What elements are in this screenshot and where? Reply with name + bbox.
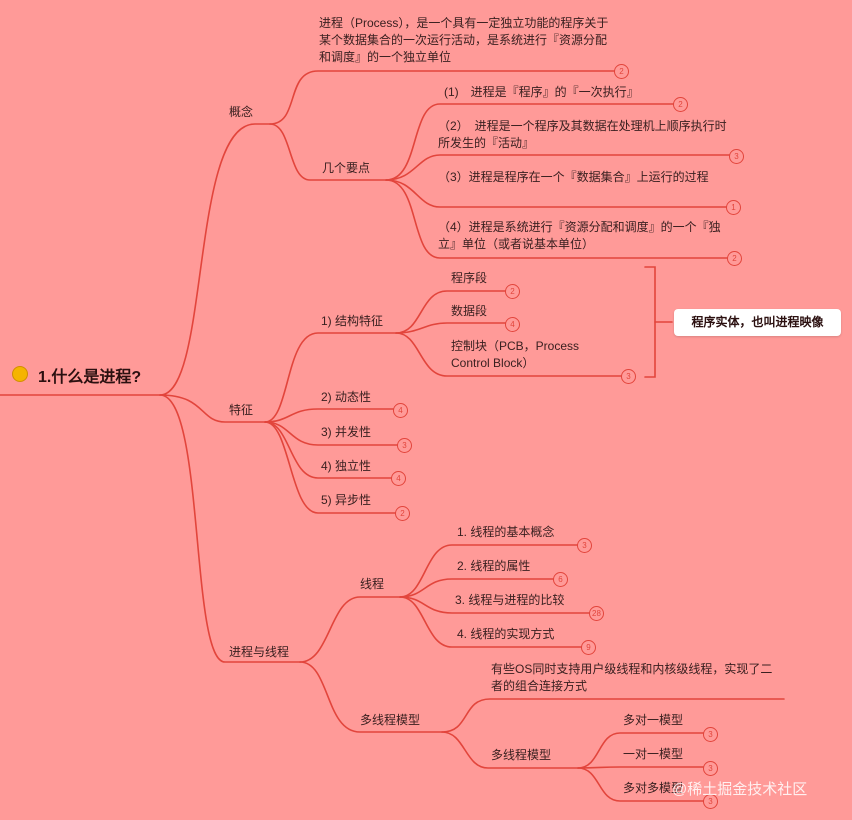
note-count-badge[interactable]: 3 bbox=[703, 727, 718, 742]
topic-features[interactable]: 特征 bbox=[229, 403, 254, 417]
feature-item[interactable]: 5) 异步性 bbox=[321, 493, 372, 507]
note-count-badge[interactable]: 3 bbox=[703, 794, 718, 809]
note-count-badge[interactable]: 3 bbox=[703, 761, 718, 776]
multithread-note[interactable]: 有些OS同时支持用户级线程和内核级线程，实现了二者的组合连接方式 bbox=[491, 662, 773, 693]
note-count-badge[interactable]: 2 bbox=[395, 506, 410, 521]
model-item[interactable]: 多对多模型 bbox=[623, 781, 684, 795]
structure-summary-callout[interactable]: 程序实体，也叫进程映像 bbox=[674, 309, 841, 336]
model-item[interactable]: 多对一模型 bbox=[623, 713, 684, 727]
feature-item[interactable]: 2) 动态性 bbox=[321, 390, 372, 404]
note-count-badge[interactable]: 2 bbox=[727, 251, 742, 266]
note-count-badge[interactable]: 2 bbox=[614, 64, 629, 79]
topic-key-points[interactable]: 几个要点 bbox=[322, 161, 371, 175]
note-count-badge[interactable]: 3 bbox=[729, 149, 744, 164]
thread-item[interactable]: 2. 线程的属性 bbox=[457, 559, 531, 573]
topic-process-thread[interactable]: 进程与线程 bbox=[229, 645, 290, 659]
structure-item[interactable]: 数据段 bbox=[451, 304, 488, 318]
model-item[interactable]: 一对一模型 bbox=[623, 747, 684, 761]
concept-definition[interactable]: 进程（Process），是一个具有一定独立功能的程序关于某个数据集合的一次运行活… bbox=[319, 16, 609, 64]
root-topic-icon bbox=[12, 366, 28, 382]
watermark: @稀土掘金技术社区 bbox=[672, 781, 808, 798]
key-point-item[interactable]: (1) 进程是『程序』的『一次执行』 bbox=[444, 85, 639, 99]
feature-item[interactable]: 4) 独立性 bbox=[321, 459, 372, 473]
root-topic[interactable]: 1.什么是进程? bbox=[38, 369, 142, 386]
key-point-item[interactable]: （3）进程是程序在一个『数据集合』上运行的过程 bbox=[438, 170, 709, 184]
feature-item[interactable]: 3) 并发性 bbox=[321, 425, 372, 439]
topic-thread[interactable]: 线程 bbox=[360, 577, 385, 591]
structure-item[interactable]: 控制块（PCB，Process Control Block） bbox=[451, 339, 580, 370]
note-count-badge[interactable]: 2 bbox=[673, 97, 688, 112]
thread-item[interactable]: 3. 线程与进程的比较 bbox=[455, 593, 565, 607]
note-count-badge[interactable]: 1 bbox=[726, 200, 741, 215]
structure-item[interactable]: 程序段 bbox=[451, 271, 488, 285]
note-count-badge[interactable]: 4 bbox=[393, 403, 408, 418]
topic-multithread-model[interactable]: 多线程模型 bbox=[360, 713, 421, 727]
note-count-badge[interactable]: 4 bbox=[505, 317, 520, 332]
thread-item[interactable]: 1. 线程的基本概念 bbox=[457, 525, 555, 539]
topic-concept[interactable]: 概念 bbox=[229, 105, 254, 119]
note-count-badge[interactable]: 3 bbox=[577, 538, 592, 553]
note-count-badge[interactable]: 9 bbox=[581, 640, 596, 655]
note-count-badge[interactable]: 4 bbox=[391, 471, 406, 486]
key-point-item[interactable]: （2） 进程是一个程序及其数据在处理机上顺序执行时所发生的『活动』 bbox=[438, 119, 727, 150]
note-count-badge[interactable]: 3 bbox=[621, 369, 636, 384]
topic-structure[interactable]: 1) 结构特征 bbox=[321, 314, 384, 328]
note-count-badge[interactable]: 2 bbox=[505, 284, 520, 299]
key-point-item[interactable]: （4）进程是系统进行『资源分配和调度』的一个『独立』单位（或者说基本单位） bbox=[438, 220, 721, 251]
note-count-badge[interactable]: 28 bbox=[589, 606, 604, 621]
thread-item[interactable]: 4. 线程的实现方式 bbox=[457, 627, 555, 641]
topic-multithread-sub[interactable]: 多线程模型 bbox=[491, 748, 552, 762]
note-count-badge[interactable]: 6 bbox=[553, 572, 568, 587]
note-count-badge[interactable]: 3 bbox=[397, 438, 412, 453]
